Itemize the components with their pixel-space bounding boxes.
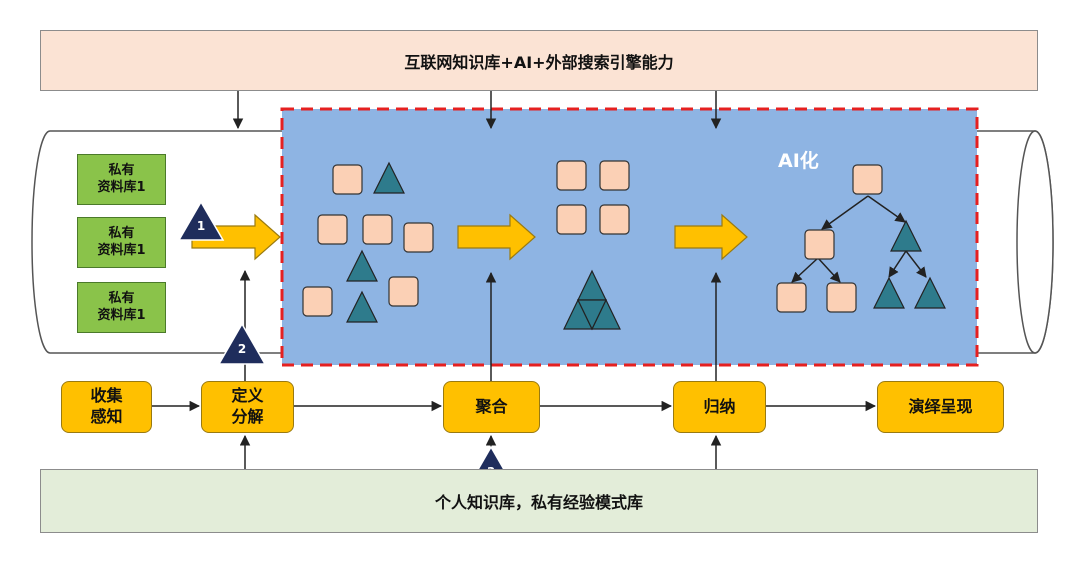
marker-1-shape — [177, 200, 225, 241]
scattered-squares — [302, 164, 434, 317]
flow-arrow-2 — [457, 213, 536, 261]
tree-squares — [776, 164, 883, 313]
step-present: 演绎呈现 — [877, 381, 1004, 433]
flow-arrow-3 — [674, 213, 748, 261]
step-define: 定义分解 — [201, 381, 294, 433]
marker-2-shape — [217, 322, 267, 365]
ai-label: AI化 — [778, 150, 819, 172]
step-collect: 收集感知 — [61, 381, 152, 433]
grouped-squares — [556, 160, 630, 235]
scattered-triangles — [346, 161, 405, 323]
ai-region — [280, 107, 979, 367]
grouped-triangles — [563, 269, 621, 331]
tree-triangles — [873, 219, 946, 309]
bottom-banner: 个人知识库，私有经验模式库 — [40, 469, 1038, 533]
tree-connectors — [791, 195, 927, 283]
marker-2-label: 2 — [237, 342, 247, 356]
private-library-3: 私有资料库1 — [77, 282, 166, 333]
step-induce: 归纳 — [673, 381, 766, 433]
private-library-2: 私有资料库1 — [77, 217, 166, 268]
marker-1-label: 1 — [196, 219, 206, 233]
step-aggregate: 聚合 — [443, 381, 540, 433]
top-banner: 互联网知识库+AI+外部搜索引擎能力 — [40, 30, 1038, 91]
private-library-1: 私有资料库1 — [77, 154, 166, 205]
